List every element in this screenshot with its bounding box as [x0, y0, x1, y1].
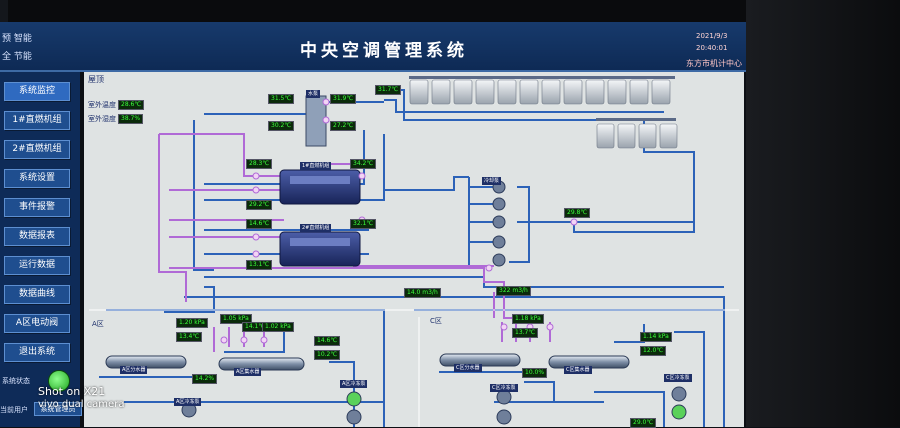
collector-label: 水泵	[306, 90, 321, 98]
unit1-low-temp: 29.2℃	[246, 200, 273, 210]
zone-c-pump-label-2: C区冷冻泵	[664, 374, 692, 382]
corner-top-text: 预 智能	[2, 34, 32, 44]
unit1-inlet-temp: 28.3℃	[246, 159, 273, 169]
nav-button-unit-1[interactable]: 1#直燃机组	[4, 111, 70, 130]
header-bar	[0, 22, 746, 72]
zone-a-supply-header-label: A区分水器	[120, 366, 148, 374]
scada-canvas: 屋顶 室外温度 28.6℃ 室外湿度 38.7% 31.5℃ 31.9℃ 30.…	[84, 72, 744, 428]
status-indicator-lamp	[48, 370, 70, 392]
zone-c-pressure-1: 1.18 kPa	[512, 314, 544, 324]
flow-rate-1: 14.0 m3/h	[404, 288, 441, 298]
current-user-label: 当前用户	[0, 406, 28, 414]
outdoor-humidity-value: 38.7%	[118, 114, 144, 124]
zone-a-temp-1: 13.4℃	[176, 332, 203, 342]
zone-a-pressure-1: 1.20 kPa	[176, 318, 208, 328]
watermark-line-2: vivo dual camera	[38, 399, 125, 410]
user-account-button[interactable]: 系统管理员	[34, 402, 82, 416]
zone-a-temp-3: 14.6℃	[314, 336, 341, 346]
nav-button-exit-system[interactable]: 退出系统	[4, 343, 70, 362]
watermark-line-1: Shot on X21	[38, 385, 106, 398]
temp-top-left: 31.5℃	[268, 94, 295, 104]
zone-c-pressure-2: 1.14 kPa	[640, 332, 672, 342]
nav-button-runtime-data[interactable]: 运行数据	[4, 256, 70, 275]
page-title: 中央空调管理系统	[300, 41, 468, 61]
zone-c-valve-opening: 10.0%	[522, 368, 548, 378]
header-corner-text: 预 智能 全 节能	[2, 30, 32, 66]
zone-c-return-header-label: C区集水器	[564, 366, 592, 374]
nav-button-event-alarm[interactable]: 事件报警	[4, 198, 70, 217]
sidebar: 系统监控 1#直燃机组 2#直燃机组 系统设置 事件报警 数据报表 运行数据 数…	[0, 72, 80, 427]
temp-top-left-2: 30.2℃	[268, 121, 295, 131]
cooling-water-pipes	[99, 89, 725, 427]
monitor-bezel-right	[746, 0, 900, 427]
nav-button-data-report[interactable]: 数据报表	[4, 227, 70, 246]
zone-a-pressure-2: 1.05 kPa	[220, 314, 252, 324]
monitor-bezel-top	[0, 0, 746, 22]
cooling-pump-group	[492, 180, 506, 267]
outdoor-humidity-label: 室外湿度	[88, 115, 116, 123]
nav-button-data-curve[interactable]: 数据曲线	[4, 285, 70, 304]
zone-a-headers	[105, 355, 305, 371]
nav-button-zone-a-valve[interactable]: A区电动阀	[4, 314, 70, 333]
section-title-roof: 屋顶	[88, 75, 104, 84]
nav-button-unit-2[interactable]: 2#直燃机组	[4, 140, 70, 159]
chiller-2-label: 2#直燃机组	[300, 224, 332, 232]
zone-c-temp-2: 12.0℃	[640, 346, 667, 356]
temp-tower-outlet: 31.7℃	[375, 85, 402, 95]
zone-a-title: A区	[92, 320, 104, 328]
time-text: 20:40:01	[696, 44, 728, 52]
unit2-inlet-temp: 14.6℃	[246, 219, 273, 229]
zone-a-temp-4: 10.2℃	[314, 350, 341, 360]
chiller-1-label: 1#直燃机组	[300, 162, 332, 170]
zone-a-valve-opening: 14.2%	[192, 374, 218, 384]
corner-bottom-text: 全 节能	[2, 52, 32, 62]
sensor-nodes	[220, 98, 578, 344]
zone-a-pressure-3: 1.02 kPa	[262, 322, 294, 332]
zone-c-headers	[439, 353, 630, 369]
zone-c-temp-1: 13.7℃	[512, 328, 539, 338]
flow-rate-2: 322 m3/h	[496, 286, 531, 296]
piping-diagram	[89, 76, 739, 427]
cooling-tower-bank-bottom	[596, 118, 678, 149]
nav-button-system-monitor[interactable]: 系统监控	[4, 82, 70, 101]
unit2-outlet-temp: 32.1℃	[350, 219, 377, 229]
system-status-label: 系统状态	[2, 377, 30, 385]
temp-top-right: 31.9℃	[330, 94, 357, 104]
date-text: 2021/9/3	[696, 32, 728, 40]
zone-c-title: C区	[430, 317, 442, 325]
zone-a-return-header-label: A区集水器	[234, 368, 262, 376]
cooling-pump-label: 冷却泵	[482, 177, 502, 185]
temp-top-right-2: 27.2℃	[330, 121, 357, 131]
cooling-tower-bank-top	[409, 76, 675, 105]
zone-c-pump-label: C区冷冻泵	[490, 384, 518, 392]
zone-a-pump-label-2: A区冷冻泵	[174, 398, 202, 406]
zone-a-pump-label: A区冷冻泵	[340, 380, 368, 388]
outdoor-temp-value: 28.6℃	[118, 100, 145, 110]
unit1-outlet-temp: 34.2℃	[350, 159, 377, 169]
unit2-low-temp: 13.1℃	[246, 260, 273, 270]
company-name: 东方市机计中心	[686, 59, 742, 68]
outdoor-temp-label: 室外温度	[88, 101, 116, 109]
datetime-display: 2021/9/3 20:40:01	[696, 30, 727, 54]
zone-c-supply-header-label: C区分水器	[454, 364, 482, 372]
cooling-pump-temp: 29.8℃	[564, 208, 591, 218]
camera-watermark: Shot on X21 vivo dual camera	[38, 385, 124, 411]
nav-button-system-settings[interactable]: 系统设置	[4, 169, 70, 188]
